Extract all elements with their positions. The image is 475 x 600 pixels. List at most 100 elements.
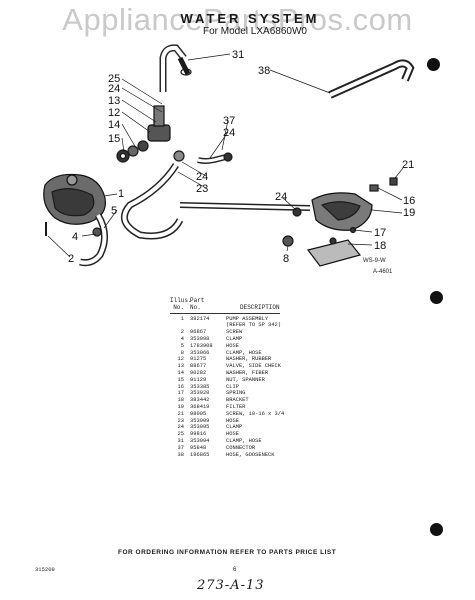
part-no: 91129 (190, 376, 207, 383)
ordering-note: FOR ORDERING INFORMATION REFER TO PARTS … (118, 549, 337, 556)
part-no: 368419 (190, 403, 210, 410)
callout-31: 31 (232, 49, 244, 61)
code-a: A-4601 (373, 269, 393, 275)
callout-19: 19 (403, 207, 415, 219)
illus-no: 37 (177, 444, 184, 451)
description: SCREW, 10-16 x 3/4 (226, 410, 285, 417)
table-row: (REFER TO SP 342) (170, 322, 284, 329)
callout-2: 2 (68, 253, 74, 265)
illus-no (170, 322, 184, 329)
description: FILTER (226, 403, 246, 410)
description: WASHER, RUBBER (226, 356, 272, 363)
part-no (184, 322, 222, 329)
callout-8: 8 (283, 253, 289, 265)
description: NUT, SPANNER (226, 376, 265, 383)
part-no: 353098 (190, 335, 210, 342)
part-no: 90282 (190, 369, 207, 376)
description: (REFER TO SP 342) (226, 322, 281, 329)
table-row: 25 99816 HOSE (170, 431, 284, 438)
description: HOSE (226, 417, 239, 424)
table-header-row-2: No. No. DESCRIPTION (170, 303, 284, 312)
illus-no: 23 (177, 417, 184, 424)
callout-24b: 24 (223, 127, 235, 139)
illus-no: 38 (177, 451, 184, 458)
description: CLAMP, HOSE (226, 437, 262, 444)
callout-labels: 31 38 25 24 13 12 14 15 37 24 24 23 1 5 … (68, 49, 415, 265)
page-number: 6 (233, 567, 237, 573)
header-no2: No. (190, 303, 201, 311)
page-title: WATER SYSTEM (180, 11, 320, 26)
illus-no: 19 (177, 403, 184, 410)
callout-13: 13 (108, 95, 120, 107)
part-no: 98005 (190, 410, 207, 417)
description: PUMP ASSEMBLY (226, 315, 269, 322)
table-header-row-1: Illus. Part (170, 297, 284, 305)
table-row: 18 383442 BRACKET (170, 397, 284, 404)
description: HOSE (226, 342, 239, 349)
table-row: 4 353098 CLAMP (170, 336, 284, 343)
part-no: 99816 (190, 431, 207, 438)
description: HOSE (226, 431, 239, 438)
description: CONNECTOR (226, 444, 256, 451)
part-no: 353066 (190, 349, 210, 356)
callout-25: 25 (108, 73, 120, 85)
illus-no: 4 (180, 335, 184, 342)
description: CLAMP (226, 335, 243, 342)
callout-18: 18 (374, 240, 386, 252)
description: VALVE, SIDE CHECK (226, 363, 281, 370)
part-no: 91275 (190, 356, 207, 363)
callout-12: 12 (108, 107, 120, 119)
description: WASHER, FIBER (226, 369, 269, 376)
part-no: 353385 (190, 383, 210, 390)
exploded-parts-diagram: 31 38 25 24 13 12 14 15 37 24 24 23 1 5 … (43, 44, 415, 275)
header-part: Part (190, 297, 205, 304)
callout-15: 15 (108, 133, 120, 145)
callout-24d: 24 (275, 191, 287, 203)
part-no: 353094 (190, 437, 210, 444)
illus-no: 18 (177, 397, 184, 404)
callout-4: 4 (72, 231, 78, 243)
watermark: AppliancePartsPros.com (62, 2, 413, 37)
description: CLAMP (226, 424, 243, 431)
binder-hole-middle (430, 291, 443, 304)
illus-no: 12 (177, 356, 184, 363)
illus-no: 25 (177, 431, 184, 438)
description: BRACKET (226, 397, 249, 404)
callout-23: 23 (196, 183, 208, 195)
table-row: 23 353909 HOSE (170, 418, 284, 425)
part-no: 353909 (190, 417, 210, 424)
table-row: 19 368419 FILTER (170, 404, 284, 411)
part-no: 196865 (190, 451, 210, 458)
binder-hole-top (427, 58, 440, 71)
table-row: 14 90282 WASHER, FIBER (170, 370, 284, 377)
description: SCREW (226, 329, 243, 336)
callout-5: 5 (111, 205, 117, 217)
callout-24a: 24 (108, 83, 120, 95)
table-row: 31 353094 CLAMP, HOSE (170, 438, 284, 445)
illus-no: 13 (177, 363, 184, 370)
code-ws: WS-9-W (363, 258, 386, 264)
callout-14: 14 (108, 119, 120, 131)
document-number: 315209 (35, 566, 55, 573)
illus-no: 1 (180, 315, 184, 322)
table-row: 21 98005 SCREW, 10-16 x 3/4 (170, 410, 285, 418)
illus-no: 21 (177, 410, 184, 417)
illus-no: 31 (177, 437, 184, 444)
part-no: 96867 (190, 329, 207, 336)
illus-no: 24 (177, 424, 184, 431)
part-no: 383442 (190, 397, 210, 404)
illus-no: 14 (177, 369, 184, 376)
callout-37: 37 (223, 115, 235, 127)
callout-38: 38 (258, 65, 270, 77)
description: HOSE, GOOSENECK (226, 451, 275, 458)
handwritten-note: 273-A-13 (197, 578, 265, 593)
